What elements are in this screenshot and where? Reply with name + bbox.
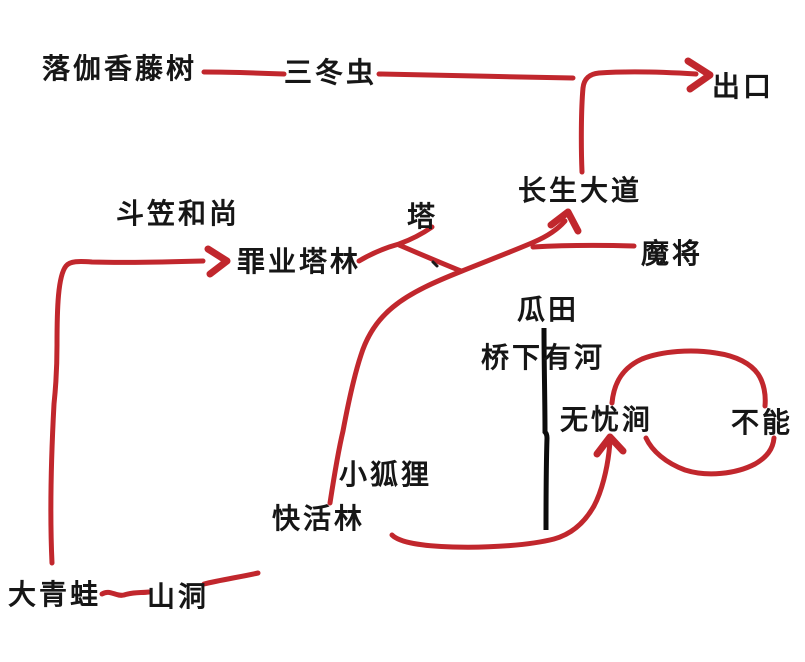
edge-leftcol-to-zuiye xyxy=(48,258,206,566)
node-cave: 山洞 xyxy=(147,582,210,613)
edge-bug-to-junction xyxy=(376,71,576,81)
node-big-green-frog: 大青蛙 xyxy=(8,580,102,611)
node-douli-monk: 斗笠和尚 xyxy=(116,199,241,230)
node-luojia-tree: 落伽香藤树 xyxy=(42,54,198,85)
node-kuaihuo-forest: 快活林 xyxy=(272,504,366,535)
ink-mark xyxy=(431,260,439,268)
node-river-under-bridge: 桥下有河 xyxy=(481,343,606,374)
edge-cave-northeast xyxy=(201,570,261,587)
node-wuyou-stream: 无忧涧 xyxy=(560,405,654,436)
node-zuiye-tower-forest: 罪业塔林 xyxy=(237,247,362,278)
arrowhead-zuiye xyxy=(204,245,231,278)
node-cannot: 不能 xyxy=(731,408,794,439)
node-demon-general: 魔将 xyxy=(641,239,704,270)
node-tower: 塔 xyxy=(407,202,439,233)
node-melon-field: 瓜田 xyxy=(517,295,580,326)
edge-frog-to-cave xyxy=(99,589,152,598)
node-changsheng-avenue: 长生大道 xyxy=(518,176,643,207)
node-three-winter-bug: 三冬虫 xyxy=(284,58,378,89)
node-exit: 出口 xyxy=(712,72,775,103)
edge-kuaihuo-to-avenue xyxy=(327,218,568,506)
arrowhead-exit xyxy=(684,57,714,93)
edge-wuyou-cannot-loop-bottom xyxy=(643,435,777,477)
edge-avenue-to-exit xyxy=(578,69,699,175)
arrowhead-wuyou xyxy=(593,433,627,458)
arrowhead-avenue xyxy=(547,208,582,235)
edge-demon-to-path xyxy=(530,242,637,250)
edge-luojia-to-bug xyxy=(201,69,287,77)
node-little-fox: 小狐狸 xyxy=(339,460,433,491)
edge-kuaihuo-to-wuyou xyxy=(389,439,613,550)
edge-zuiye-tower-fork-down xyxy=(396,242,464,274)
edge-wuyou-cannot-loop-top xyxy=(609,348,768,409)
edge-bridge-divider xyxy=(541,327,550,531)
